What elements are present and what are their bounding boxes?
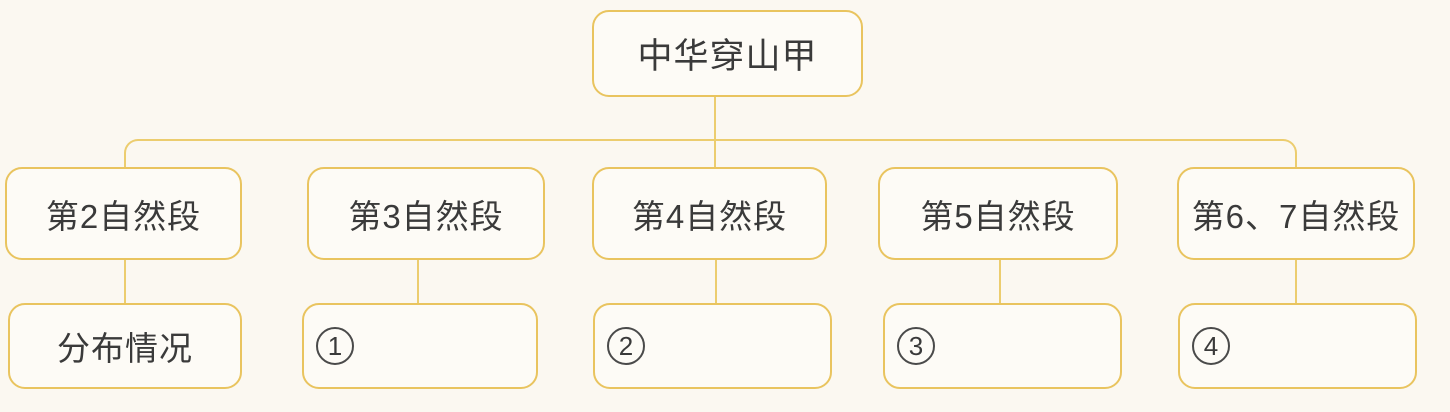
node-answer-1: 1 xyxy=(302,303,538,389)
circled-number-4-label: 4 xyxy=(1203,330,1219,361)
node-paragraph-2: 第2自然段 xyxy=(5,167,242,260)
circled-number-1-icon: 1 xyxy=(316,327,354,365)
circled-number-3-label: 3 xyxy=(908,330,924,361)
node-answer-4: 4 xyxy=(1178,303,1417,389)
node-paragraph-4-label: 第4自然段 xyxy=(631,197,788,235)
circled-number-2-label: 2 xyxy=(618,330,634,361)
node-root-label: 中华穿山甲 xyxy=(637,37,818,76)
node-paragraph-2-label: 第2自然段 xyxy=(45,197,202,235)
circled-number-2-icon: 2 xyxy=(607,327,645,365)
connector-row2-row3-5 xyxy=(1295,260,1297,303)
node-paragraph-3-label: 第3自然段 xyxy=(348,197,504,235)
node-answer-2: 2 xyxy=(593,303,832,389)
node-paragraph-5: 第5自然段 xyxy=(878,167,1118,260)
connector-row2-row3-3 xyxy=(715,260,717,303)
circled-number-3-icon: 3 xyxy=(897,327,935,365)
circled-number-4-icon: 4 xyxy=(1192,327,1230,365)
connector-row2-row3-2 xyxy=(417,260,419,303)
connector-root-vertical xyxy=(714,97,716,167)
node-distribution: 分布情况 xyxy=(8,303,242,389)
node-answer-3: 3 xyxy=(883,303,1122,389)
node-paragraph-4: 第4自然段 xyxy=(592,167,827,260)
node-root: 中华穿山甲 xyxy=(592,10,863,97)
connector-row2-row3-4 xyxy=(999,260,1001,303)
node-paragraph-3: 第3自然段 xyxy=(307,167,545,260)
node-paragraph-5-label: 第5自然段 xyxy=(920,197,1076,235)
connector-row2-row3-1 xyxy=(124,260,126,303)
node-distribution-label: 分布情况 xyxy=(57,330,193,367)
node-paragraph-6-7: 第6、7自然段 xyxy=(1177,167,1415,260)
connector-bracket xyxy=(124,139,1297,167)
circled-number-1-label: 1 xyxy=(327,330,343,361)
node-paragraph-6-7-label: 第6、7自然段 xyxy=(1191,197,1401,235)
